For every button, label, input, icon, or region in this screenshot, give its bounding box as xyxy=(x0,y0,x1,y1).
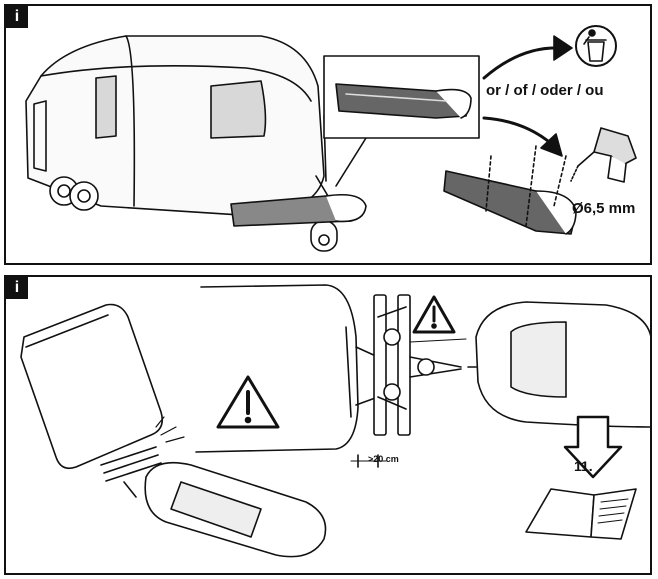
next-step-label: 11. xyxy=(574,458,593,474)
drawbar-cover-detail xyxy=(335,83,472,119)
drawbar-cover-icon xyxy=(230,193,367,227)
trash-bin-icon xyxy=(575,25,617,67)
caravan-icon xyxy=(25,35,352,252)
panel-distance-warning: i xyxy=(4,275,652,575)
alternatives-label: or / of / oder / ou xyxy=(486,82,604,99)
info-badge: i xyxy=(6,6,28,28)
drill-icon xyxy=(570,127,637,183)
bike-carrier-icon xyxy=(373,294,467,436)
min-distance-label: >20 cm xyxy=(368,454,399,464)
caravan-tilted-icon xyxy=(20,303,164,470)
info-badge: i xyxy=(6,277,28,299)
distance-illustration xyxy=(20,284,650,558)
cut-cover-icon xyxy=(443,145,577,235)
warning-icon xyxy=(216,375,280,429)
car-icon xyxy=(467,301,650,428)
manual-book-icon xyxy=(525,488,637,540)
panel-cover-disposal: i xyxy=(4,4,652,265)
arrow-down-icon xyxy=(563,415,623,479)
cover-illustration xyxy=(25,25,637,252)
drill-diameter-label: Ø6,5 mm xyxy=(572,200,636,217)
car-icon xyxy=(144,461,327,558)
bike-carrier-icon xyxy=(100,416,185,498)
warning-icon xyxy=(412,295,456,334)
